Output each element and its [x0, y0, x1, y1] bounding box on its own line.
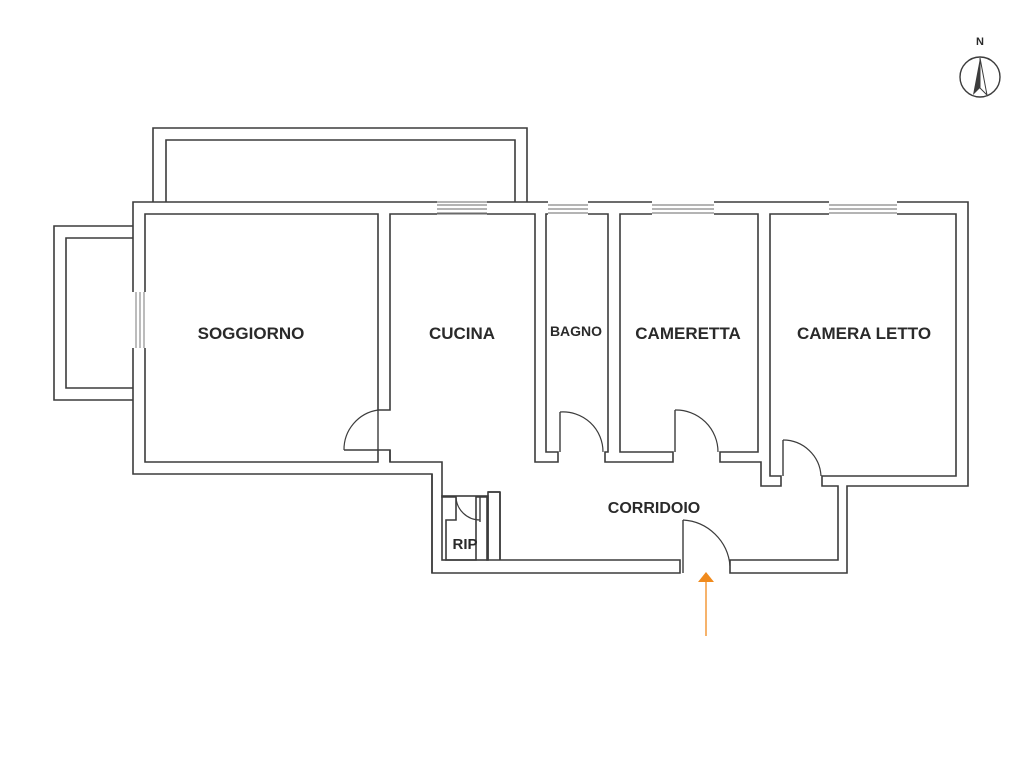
door-rip	[455, 496, 481, 522]
door-soggiorno	[343, 409, 379, 451]
room-label-corridoio: CORRIDOIO	[608, 500, 700, 517]
room-label-cucina: CUCINA	[429, 324, 495, 343]
entrance-arrow-icon	[698, 572, 714, 636]
room-label-camera-letto: CAMERA LETTO	[797, 324, 931, 343]
windows	[132, 201, 897, 348]
door-camera-letto	[782, 439, 822, 477]
room-labels: SOGGIORNO CUCINA BAGNO CAMERETTA CAMERA …	[198, 323, 931, 553]
compass: N	[959, 36, 1001, 98]
door-bagno	[559, 411, 604, 453]
door-entrance	[682, 519, 731, 573]
compass-label: N	[976, 36, 984, 48]
left-balcony	[53, 225, 133, 401]
top-balcony	[152, 127, 528, 202]
interior-walls	[389, 450, 501, 573]
room-label-cameretta: CAMERETTA	[635, 324, 740, 343]
door-cameretta	[674, 409, 719, 453]
room-label-soggiorno: SOGGIORNO	[198, 324, 305, 343]
room-label-rip: RIP	[452, 536, 477, 553]
room-label-bagno: BAGNO	[550, 323, 602, 339]
north-arrow-icon	[959, 56, 1001, 98]
outer-walls	[132, 201, 969, 574]
doors	[343, 409, 822, 573]
